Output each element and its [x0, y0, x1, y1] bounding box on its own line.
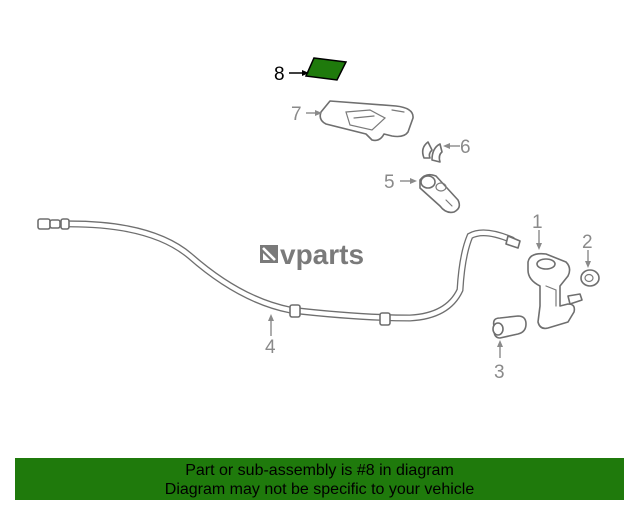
arrow-3: [497, 340, 503, 347]
vparts-logo: vparts: [260, 239, 364, 270]
arrow-1: [536, 243, 542, 250]
arrow-8: [302, 70, 309, 76]
footer-line-2: Diagram may not be specific to your vehi…: [164, 481, 475, 498]
part-1-pump[interactable]: [527, 252, 583, 330]
part-7-housing[interactable]: [319, 100, 414, 142]
arrow-6: [443, 143, 450, 149]
callout-7[interactable]: 7: [291, 104, 302, 125]
callout-1[interactable]: 1: [532, 212, 543, 233]
arrow-7: [315, 110, 322, 116]
callout-2[interactable]: 2: [582, 232, 593, 253]
arrow-2: [585, 261, 591, 268]
logo-mark-icon: [260, 245, 278, 263]
part-5-nozzle[interactable]: [419, 173, 461, 214]
callout-6[interactable]: 6: [460, 137, 471, 158]
callout-8[interactable]: 8: [274, 64, 285, 85]
callout-4[interactable]: 4: [265, 337, 276, 358]
arrow-5: [410, 178, 417, 184]
callout-5[interactable]: 5: [384, 172, 395, 193]
part-6-clip[interactable]: [421, 141, 443, 163]
callout-3[interactable]: 3: [494, 362, 505, 383]
arrow-4: [268, 314, 274, 321]
part-3-connector[interactable]: [492, 315, 527, 339]
part-8-cover[interactable]: [304, 57, 348, 81]
footer-banner: Part or sub-assembly is #8 in diagram Di…: [15, 458, 624, 500]
logo-text: vparts: [280, 239, 364, 270]
part-2-grommet[interactable]: [580, 269, 600, 287]
part-4-hose[interactable]: [37, 218, 521, 326]
footer-line-1: Part or sub-assembly is #8 in diagram: [185, 462, 454, 479]
